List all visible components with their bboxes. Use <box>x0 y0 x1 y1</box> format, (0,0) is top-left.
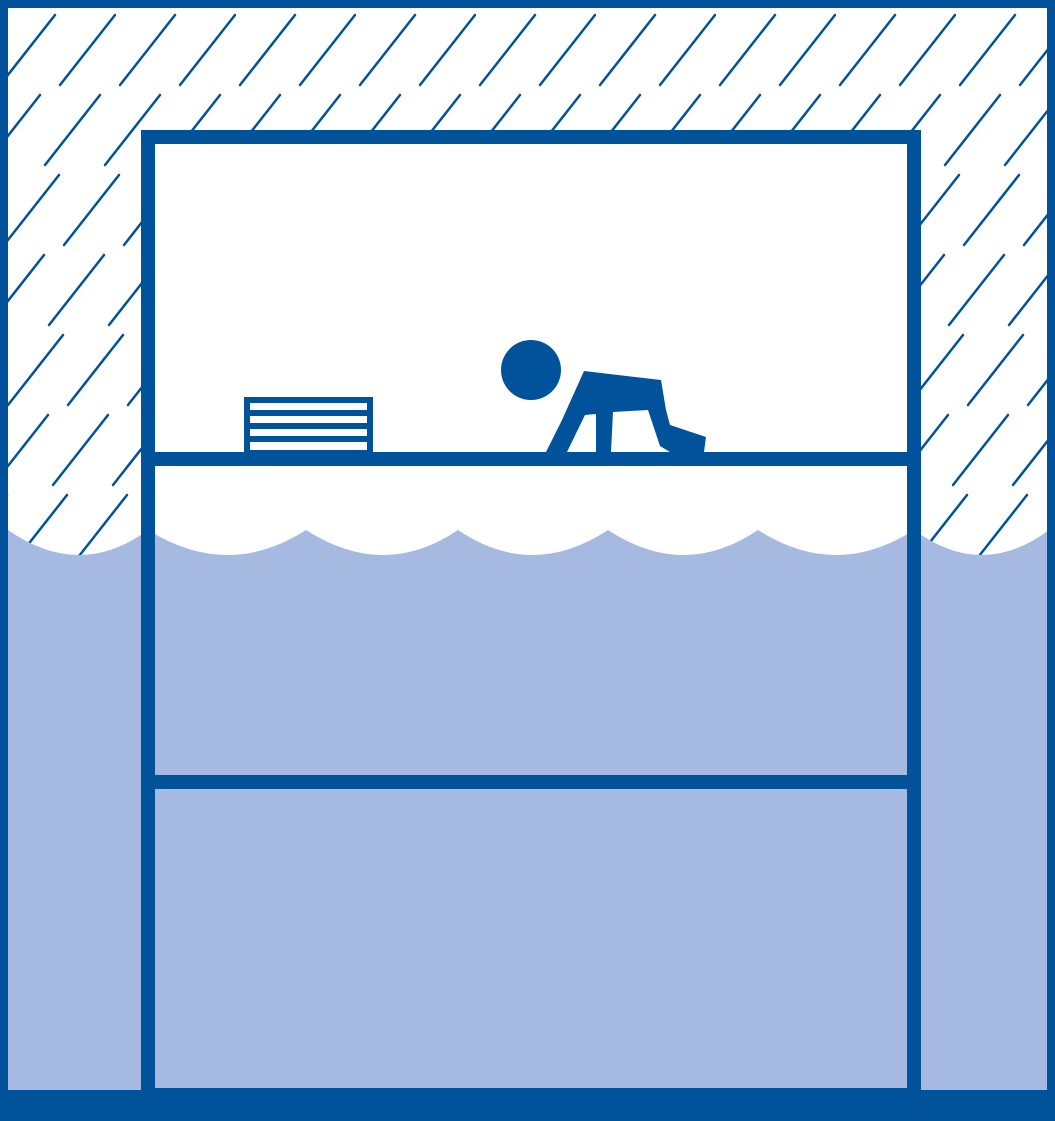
flood-water <box>8 530 1049 1095</box>
person-head <box>501 340 561 400</box>
